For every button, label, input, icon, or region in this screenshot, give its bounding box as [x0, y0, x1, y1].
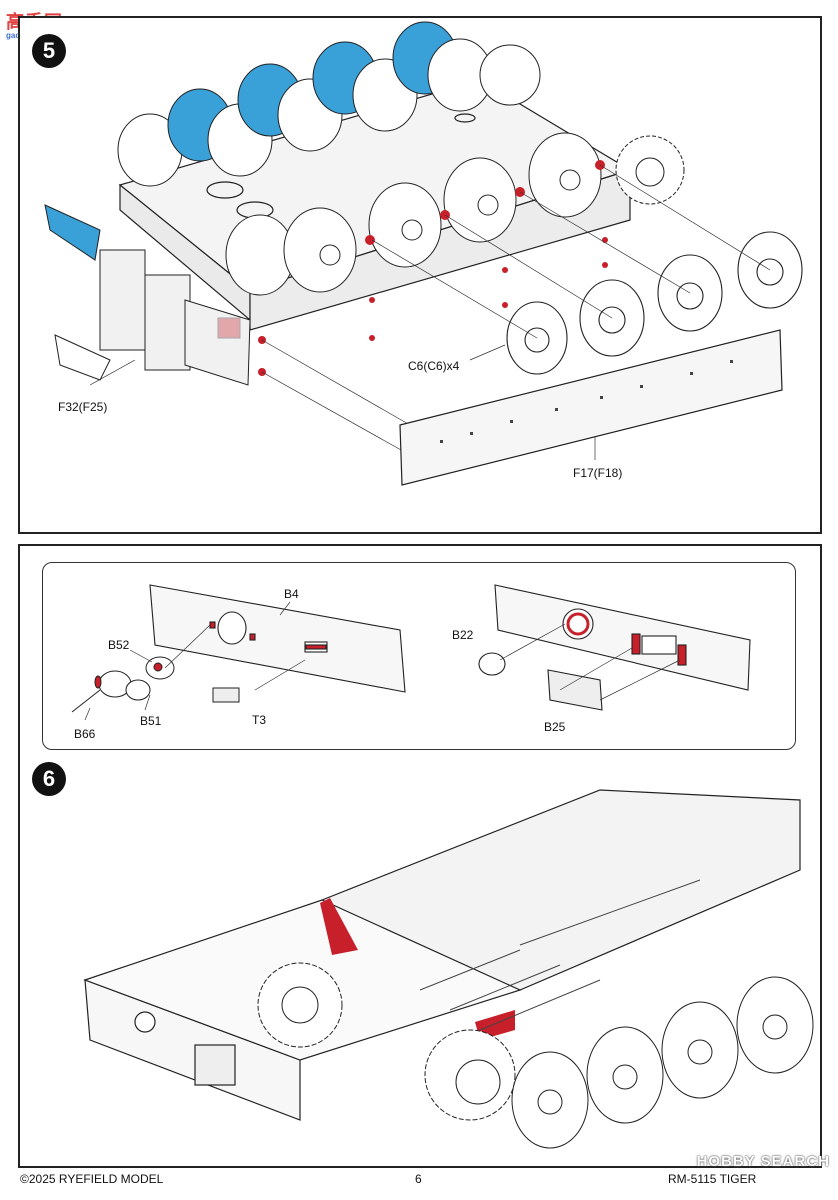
sub-leaders-right	[499, 623, 681, 701]
label-b25: B25	[544, 720, 566, 734]
label-b66: B66	[74, 727, 96, 741]
label-b51: B51	[140, 714, 162, 728]
back-wheel-row	[117, 21, 541, 187]
rear-assembly	[44, 204, 251, 386]
top-hatch	[454, 113, 476, 123]
skirt-plate	[399, 329, 783, 486]
front-wheel-row	[225, 132, 685, 296]
label-b22: B22	[452, 628, 474, 642]
torsion-bars	[419, 879, 701, 1031]
axle-highlights	[258, 160, 608, 376]
skirt-holes	[440, 360, 733, 443]
label-t3: T3	[252, 713, 267, 727]
top-hatch	[206, 181, 244, 199]
footer-copyright: ©2025 RYEFIELD MODEL	[20, 1172, 164, 1186]
road-wheels-step6	[511, 976, 814, 1149]
label-side-plate: F32(F25)	[58, 400, 108, 414]
label-b4: B4	[284, 587, 299, 601]
label-skirt: F17(F18)	[573, 466, 623, 480]
rear-plate-left	[149, 584, 406, 693]
drive-sprocket	[257, 962, 516, 1121]
step6-badge: 6	[32, 762, 66, 796]
footer-page-number: 6	[415, 1172, 422, 1186]
side-plate-f32	[54, 334, 111, 381]
step5-badge: 5	[32, 34, 66, 68]
rear-plate-right	[478, 584, 751, 711]
hub-parts	[71, 656, 240, 713]
sub-leaders-left	[84, 601, 306, 721]
footer-code: RM-5115 TIGER	[668, 1172, 757, 1186]
leader-lines	[89, 164, 771, 460]
hobby-search-watermark: HOBBY SEARCH	[696, 1153, 830, 1170]
label-b52: B52	[108, 638, 130, 652]
label-wheels: C6(C6)x4	[408, 359, 460, 373]
